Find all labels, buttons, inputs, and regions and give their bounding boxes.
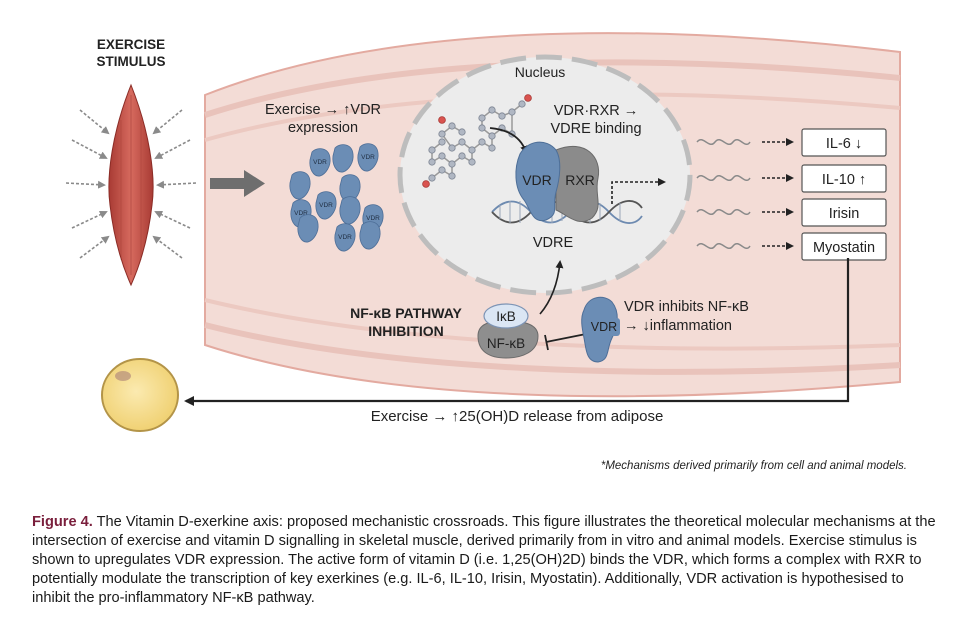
- vdr-protein-cluster: VDR VDR VDR VDR VDR VDR: [289, 143, 384, 252]
- stimulus-arrows: [65, 109, 197, 259]
- binding-label-line2: VDRE binding: [550, 121, 641, 137]
- vitamin-d-molecule-icon: [422, 94, 532, 188]
- vdr-mini-label: VDR: [361, 154, 375, 161]
- vdre-label: VDRE: [533, 235, 574, 251]
- binding-label-line1: VDR·RXR →: [554, 103, 639, 119]
- vdr-protein-icon: [332, 144, 354, 173]
- stimulus-title-line2: STIMULUS: [97, 54, 166, 69]
- rxr-label: RXR: [565, 172, 595, 188]
- nfkb-label: NF-κB: [487, 336, 525, 351]
- vdr-mini-label: VDR: [338, 234, 352, 241]
- mrna-icons: [696, 139, 751, 249]
- figure-caption: Figure 4. The Vitamin D-exerkine axis: p…: [32, 513, 937, 608]
- exerkine-arrows: [762, 138, 794, 250]
- vdr-mini-label: VDR: [294, 210, 308, 217]
- vdr-protein-icon: [289, 171, 311, 200]
- exerkine-boxes: [801, 128, 887, 261]
- adipocyte-icon: [101, 358, 179, 432]
- vdr-expression-line1: Exercise → ↑VDR: [265, 102, 381, 118]
- stimulus-to-muscle-arrow: [210, 170, 265, 197]
- exerkine-irisin: Irisin: [829, 206, 860, 222]
- muscle-icon: [108, 83, 154, 287]
- vdr-expression-line2: expression: [288, 120, 358, 136]
- nfkb-title-line1: NF-κB PATHWAY: [350, 305, 462, 321]
- exerkine-il6: IL-6 ↓: [826, 136, 862, 152]
- vdr-inhibitor: VDR: [581, 296, 620, 363]
- vdr-label-complex: VDR: [522, 172, 552, 188]
- vdr-protein-icon: [359, 221, 381, 250]
- vdr-mini-label: VDR: [366, 215, 380, 222]
- vdr-protein-icon: [297, 214, 319, 243]
- caption-label: Figure 4.: [32, 514, 93, 530]
- vdr-protein-icon: VDR: [309, 148, 331, 177]
- nfkb-inhibit-line2: → ↓inflammation: [624, 318, 732, 334]
- nucleus-label: Nucleus: [515, 64, 566, 80]
- vdr-protein-icon: [339, 174, 361, 203]
- vdr-protein-icon: VDR: [315, 191, 337, 220]
- vdr-protein-icon: VDR: [357, 143, 379, 172]
- ikb-nfkb-complex: IκB NF-κB: [477, 303, 539, 359]
- ikb-label: IκB: [496, 309, 516, 324]
- vdr-mini-label: VDR: [319, 202, 333, 209]
- nfkb-to-dna-arrow: [539, 260, 564, 315]
- exerkine-outputs: IL-6 ↓ IL-10 ↑ Irisin Myostatin: [696, 128, 887, 261]
- vdr-protein-icon: [339, 196, 361, 225]
- nfkb-inhibit-line1: VDR inhibits NF-κB: [624, 299, 749, 315]
- exerkine-myostatin: Myostatin: [813, 240, 875, 256]
- inhibition-line: [544, 333, 587, 351]
- adipose-release-text: Exercise → ↑25(OH)D release from adipose: [371, 408, 664, 425]
- vitamin-d-exerkine-diagram: EXERCISE STIMULUS Exercise → ↑VDR expres…: [65, 32, 907, 472]
- vdr-protein-icon: VDR: [334, 223, 356, 252]
- transcription-arrow: [611, 178, 666, 204]
- caption-text: The Vitamin D-exerkine axis: proposed me…: [32, 514, 936, 606]
- adipose-release-arrow: [184, 258, 850, 406]
- vdr-label-inhibitor: VDR: [591, 320, 617, 334]
- nfkb-title-line2: INHIBITION: [368, 323, 443, 339]
- vdr-mini-label: VDR: [313, 159, 327, 166]
- stimulus-title-line1: EXERCISE: [97, 37, 165, 52]
- exerkine-il10: IL-10 ↑: [822, 172, 866, 188]
- footnote: *Mechanisms derived primarily from cell …: [601, 460, 907, 472]
- vdr-rxr-complex: VDR RXR: [515, 141, 600, 223]
